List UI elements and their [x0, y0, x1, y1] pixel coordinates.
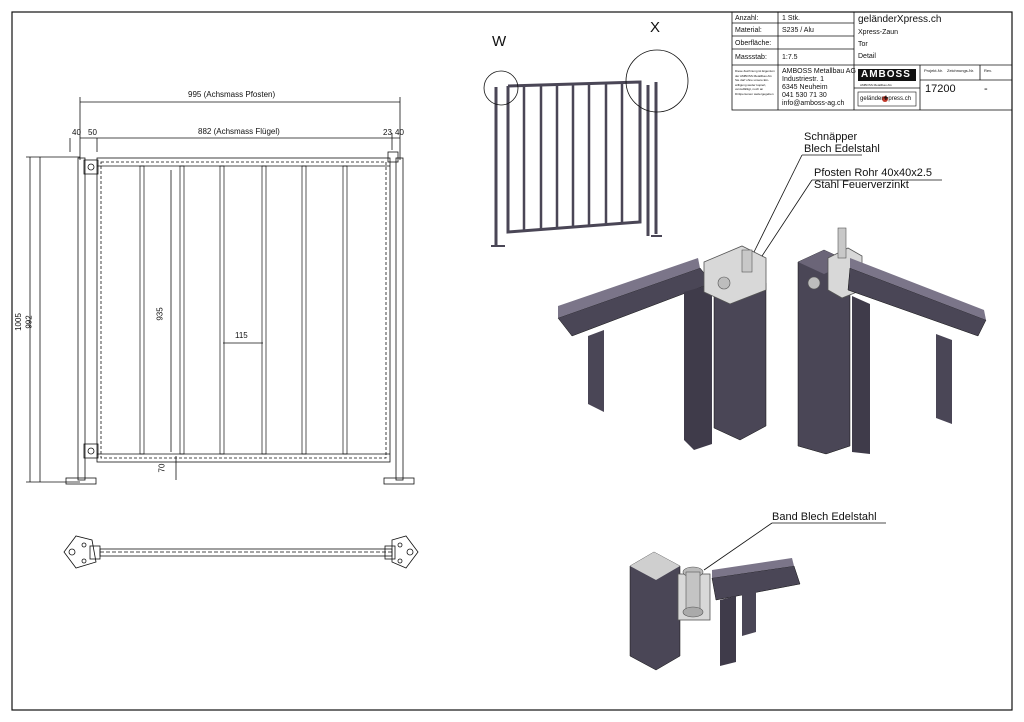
amboss-logo-sub: AMBOSS Metallbau AG — [860, 83, 892, 87]
dim-height-total: 1005 — [13, 313, 23, 331]
title-block-grid — [731, 11, 1013, 111]
amboss-logo-mark — [857, 69, 917, 107]
company-city: 6345 Neuheim — [782, 84, 828, 91]
dim-overall-width: 995 (Achsmass Pfosten) — [188, 90, 276, 99]
amboss-logo-text: AMBOSS — [861, 69, 911, 80]
massstab-value: 1:7.5 — [782, 54, 798, 61]
hinge-detail — [629, 551, 801, 671]
detail-circles — [483, 49, 689, 113]
callout-post-2: Stahl Feuerverzinkt — [814, 179, 909, 191]
zeichnung-label: Zeichnungs-Nr. — [947, 68, 975, 73]
disclaimer: Diese Zeichnung ist Eigentum der AMBOSS … — [735, 69, 775, 96]
dim-bar-spacing: 115 — [235, 331, 248, 340]
material-label: Material: — [735, 27, 762, 34]
dim-height-2: 992 — [24, 315, 34, 329]
company-street: Industriestr. 1 — [782, 76, 825, 83]
anzahl-value: 1 Stk. — [782, 15, 800, 22]
projekt-label: Projekt-Nr. — [924, 68, 943, 73]
company-name: AMBOSS Metallbau AG — [782, 68, 856, 75]
projekt-value: 17200 — [925, 83, 956, 95]
detail-label-w: W — [492, 33, 507, 50]
drawing-line-2: Tor — [858, 41, 868, 48]
company-email: info@amboss-ag.ch — [782, 100, 845, 107]
dim-left-b: 50 — [88, 128, 97, 137]
oberflaeche-label: Oberfläche: — [735, 40, 772, 47]
drawing-line-1: Xpress-Zaun — [858, 29, 899, 36]
dim-right-b: 40 — [395, 128, 404, 137]
massstab-label: Massstab: — [735, 54, 767, 61]
callout-post-1: Pfosten Rohr 40x40x2.5 — [814, 167, 933, 179]
callout-latch-2: Blech Edelstahl — [804, 143, 880, 155]
sheet-border — [11, 11, 1013, 711]
callout-latch-1: Schnäpper — [804, 131, 858, 143]
latch-detail — [557, 227, 987, 455]
material-value: S235 / Alu — [782, 27, 814, 34]
dim-height-inner: 935 — [155, 307, 165, 321]
company-address: AMBOSS Metallbau AG Industriestr. 1 6345… — [782, 68, 856, 108]
dim-leaf-width: 882 (Achsmass Flügel) — [198, 127, 280, 136]
plan-view — [63, 535, 419, 569]
company-phone: 041 530 71 30 — [782, 92, 827, 99]
detail-label-x: X — [650, 19, 661, 36]
brand-title: geländerXpress.ch — [858, 14, 942, 25]
drawing-line-3: Detail — [858, 53, 876, 60]
anzahl-label: Anzahl: — [735, 15, 759, 22]
dim-left-a: 40 — [72, 128, 81, 137]
gelaender-logo: geländer✚press.ch — [860, 96, 912, 102]
leader-lines — [703, 154, 942, 571]
rev-value: - — [984, 83, 988, 95]
front-elevation — [26, 97, 415, 485]
rev-label: Rev. — [984, 68, 992, 73]
dim-bottom-gap: 70 — [157, 463, 167, 473]
callout-hinge: Band Blech Edelstahl — [772, 511, 877, 523]
gate-iso-view — [491, 80, 662, 247]
dim-right-a: 23 — [383, 128, 392, 137]
